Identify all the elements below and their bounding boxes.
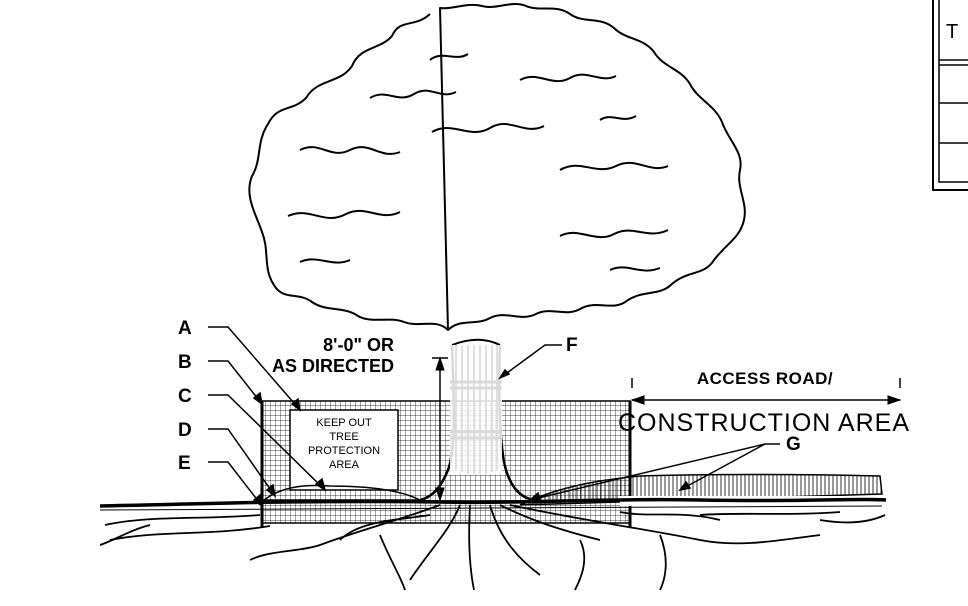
callout-label-g: G [786, 434, 801, 455]
keep-out-sign: KEEP OUT TREE PROTECTION AREA [289, 409, 399, 491]
sign-text-line: KEEP OUT [316, 417, 372, 429]
construction-area-label: CONSTRUCTION AREA [618, 409, 910, 437]
sign-text-line: AREA [329, 459, 360, 471]
callout-label-c: C [178, 386, 192, 407]
height-dimension-label: AS DIRECTED [272, 356, 394, 376]
height-dimension-label: 8'-0" OR [323, 335, 394, 355]
tree-canopy [248, 3, 746, 331]
tree-roots [99, 504, 886, 591]
height-dimension [432, 356, 448, 502]
callout-label-d: D [178, 420, 192, 441]
detail-table [932, 0, 968, 191]
callout-label-e: E [178, 453, 191, 474]
access-road-dimension [630, 378, 902, 405]
access-road-label: ACCESS ROAD/ [697, 369, 833, 388]
callout-label-b: B [178, 352, 192, 373]
callout-label-a: A [178, 318, 192, 339]
callout-label-f: F [566, 335, 578, 356]
callout-leaders [208, 326, 780, 508]
sign-text-line: PROTECTION [308, 445, 380, 457]
sign-text-line: TREE [329, 431, 358, 443]
table-header-text: T [946, 21, 958, 43]
